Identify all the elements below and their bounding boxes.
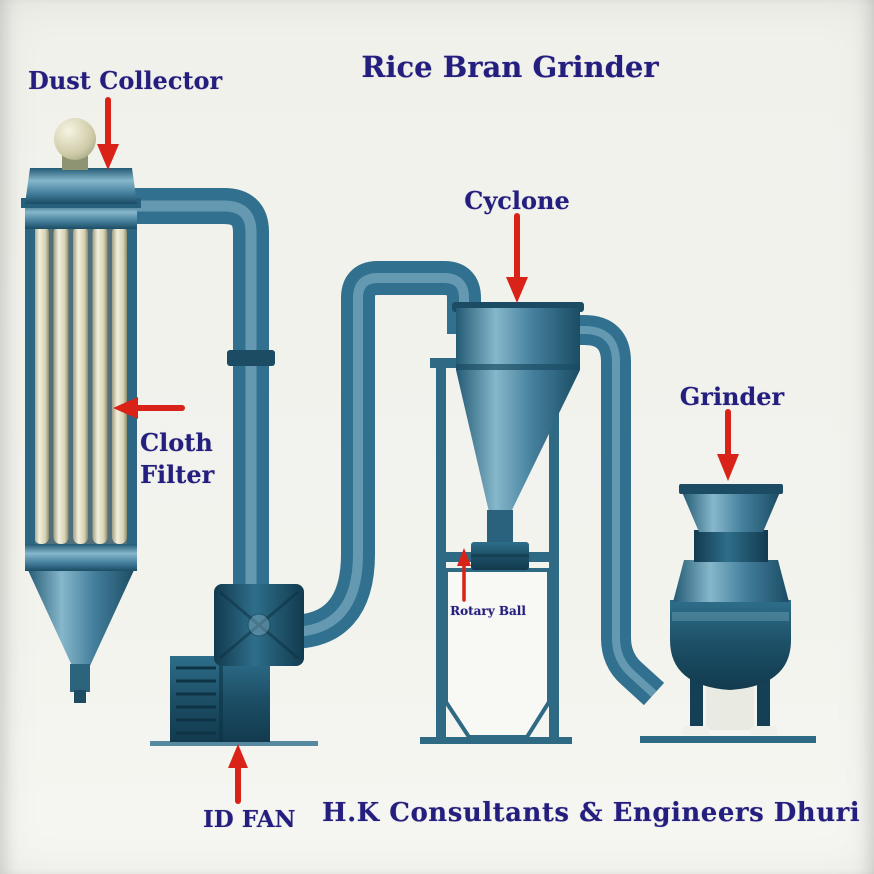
filter-tube — [34, 226, 49, 544]
cyclone-cone — [456, 370, 580, 512]
filter-tube — [53, 226, 69, 544]
grinder-foot-right — [751, 726, 777, 735]
grinder-hopper — [682, 492, 780, 532]
label-dust-collector: Dust Collector — [28, 66, 223, 95]
pipe-fan-to-cyclone — [289, 261, 481, 649]
pipe-cyclone-outlet — [552, 315, 665, 706]
cloth-filter-arrow — [113, 397, 185, 419]
grinder-ground-line — [640, 736, 816, 743]
collector-bottom-band — [25, 544, 137, 571]
cone-outlet-stub — [70, 664, 90, 692]
cyclone-cylinder — [456, 308, 580, 370]
grinder-flare — [673, 560, 789, 602]
cloth-filter-line1: Cloth — [140, 428, 213, 457]
grinder-leg-left — [690, 676, 703, 730]
grinder-leg-right — [757, 676, 770, 730]
filter-tube — [92, 226, 108, 544]
cyclone-drop-pipe — [487, 510, 513, 546]
filter-tube — [73, 226, 88, 544]
grinder-arrow — [717, 409, 739, 481]
grinder-foot-left — [683, 726, 709, 735]
label-grinder: Grinder — [679, 382, 785, 411]
fan-casing-braces — [219, 590, 299, 660]
cone-outlet-tip — [74, 690, 86, 703]
dust-collector-arrow — [97, 97, 119, 170]
fan-ground-line — [150, 741, 318, 746]
annotation-arrows — [97, 97, 739, 804]
collector-cap — [25, 168, 137, 204]
footer-company-text: H.K Consultants & Engineers Dhuri — [322, 798, 861, 828]
grinder-neck — [694, 530, 768, 562]
grinder-chute — [706, 686, 754, 730]
cloth-filter-line2: Filter — [140, 459, 215, 489]
grinder-drum-highlight — [672, 612, 789, 621]
grinder-hopper-rim — [679, 484, 783, 494]
cloth-filter-tubes — [34, 226, 127, 544]
cyclone-cylinder-edge — [456, 364, 580, 370]
grinder — [640, 484, 816, 743]
fan-hub — [247, 613, 271, 637]
pipe-collector-to-fan — [130, 188, 275, 600]
cyclone-ground-line — [420, 737, 572, 744]
cyclone-arrow — [506, 213, 528, 303]
cap-ball — [54, 118, 96, 160]
rotary-ball-arrow — [457, 548, 471, 602]
dust-collector — [21, 118, 141, 703]
collector-cone — [27, 568, 135, 668]
grinder-drum — [670, 600, 791, 690]
rotary-valve-seam — [471, 554, 529, 557]
label-rotary-ball: Rotary Ball — [450, 604, 526, 618]
id-fan-arrow — [228, 744, 248, 804]
collector-left-edge — [25, 203, 35, 571]
label-id-fan: ID FAN — [203, 806, 296, 833]
diagram-title: Rice Bran Grinder — [361, 50, 659, 84]
pipe-flange — [227, 350, 275, 366]
label-cyclone: Cyclone — [464, 186, 570, 215]
fan-bracket-louvers — [176, 666, 216, 735]
filter-tube — [112, 226, 127, 544]
collection-bin — [444, 568, 551, 739]
id-fan — [150, 584, 318, 746]
collector-right-edge — [127, 203, 137, 571]
label-cloth-filter: Cloth Filter — [140, 427, 214, 490]
fan-base-divider — [219, 656, 223, 742]
cyclone-assembly — [420, 302, 584, 744]
